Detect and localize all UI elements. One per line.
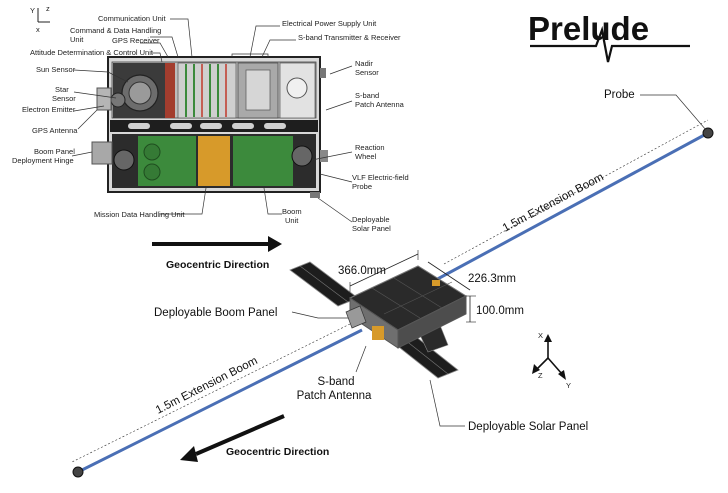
mission-board-orange xyxy=(198,136,230,186)
top-axes: Y z x xyxy=(30,4,50,34)
boom-panel-iso xyxy=(345,305,367,329)
geocentric-arrowhead-lower xyxy=(180,446,198,462)
geocentric-arrowhead-upper xyxy=(268,236,282,252)
nadir-sensor-disk xyxy=(286,77,308,99)
reaction-wheel-right xyxy=(291,145,313,167)
bottom-axis-z-label: Z xyxy=(538,371,543,380)
boom-lower xyxy=(77,328,363,474)
logo-signal-line xyxy=(530,25,690,63)
label-gps-antenna: GPS Antenna xyxy=(32,126,78,135)
star-sensor-lens xyxy=(110,92,126,108)
transmitter-box xyxy=(245,69,271,111)
sun-sensor-inner xyxy=(128,81,152,105)
label-dim-height: 100.0mm xyxy=(476,305,524,317)
satellite-body-iso xyxy=(345,265,468,349)
label-geocentric-upper: Geocentric Direction xyxy=(166,259,269,271)
top-axis-y-label: Y xyxy=(30,6,35,15)
label-dim-width: 226.3mm xyxy=(468,273,516,285)
extension-booms xyxy=(71,119,714,478)
label-electron-emitter: Electron Emitter xyxy=(22,105,76,114)
bottom-axis-x-label: X xyxy=(538,331,543,340)
label-deployable-boom-panel: Deployable Boom Panel xyxy=(154,307,277,319)
label-mission-data: Mission Data Handling Unit xyxy=(94,210,185,219)
label-deployable-solar: Deployable Solar Panel xyxy=(468,421,588,433)
gps-antenna-block xyxy=(96,87,112,111)
label-sun-sensor: Sun Sensor xyxy=(36,65,76,74)
geocentric-arrow-lower xyxy=(195,414,285,456)
top-axis-x-label: x xyxy=(36,25,40,34)
card-stack xyxy=(177,62,237,119)
sband-patch-iso xyxy=(372,326,384,340)
boom-hinge-block xyxy=(91,141,113,165)
top-axis-z-label: z xyxy=(46,4,50,13)
iso-leaders xyxy=(291,94,707,427)
label-gps-receiver: GPS Receiver xyxy=(112,36,160,45)
boom-unit-board xyxy=(233,136,293,186)
dimension-lines xyxy=(349,250,476,323)
probe-lower xyxy=(72,466,84,478)
label-probe: Probe xyxy=(604,89,635,101)
label-sband-transmitter: S-band Transmitter & Receiver xyxy=(298,33,401,42)
label-eps: Electrical Power Supply Unit xyxy=(282,19,377,28)
label-communication-unit: Communication Unit xyxy=(98,14,166,23)
red-board xyxy=(165,63,175,118)
top-view-leaders xyxy=(71,18,353,223)
prelude-logo: Prelude xyxy=(528,10,690,63)
reaction-wheel-left xyxy=(113,149,135,171)
top-view-labels: Communication Unit Command & Data Handli… xyxy=(12,14,409,233)
bottom-axis-y-label: Y xyxy=(566,381,571,390)
bottom-axes: X Z Y xyxy=(532,331,571,390)
body-side-face xyxy=(397,295,467,349)
label-dim-length: 366.0mm xyxy=(338,265,386,277)
logo-text: Prelude xyxy=(528,10,649,47)
internal-top-view xyxy=(91,53,328,198)
label-geocentric-lower: Geocentric Direction xyxy=(226,446,329,458)
geocentric-arrows xyxy=(152,236,285,462)
probe-upper xyxy=(702,127,714,139)
boom-upper xyxy=(431,131,709,284)
label-attitude-determination: Attitude Determination & Control Unit xyxy=(30,48,154,57)
label-boom-upper: 1.5m Extension Boom xyxy=(501,171,606,234)
